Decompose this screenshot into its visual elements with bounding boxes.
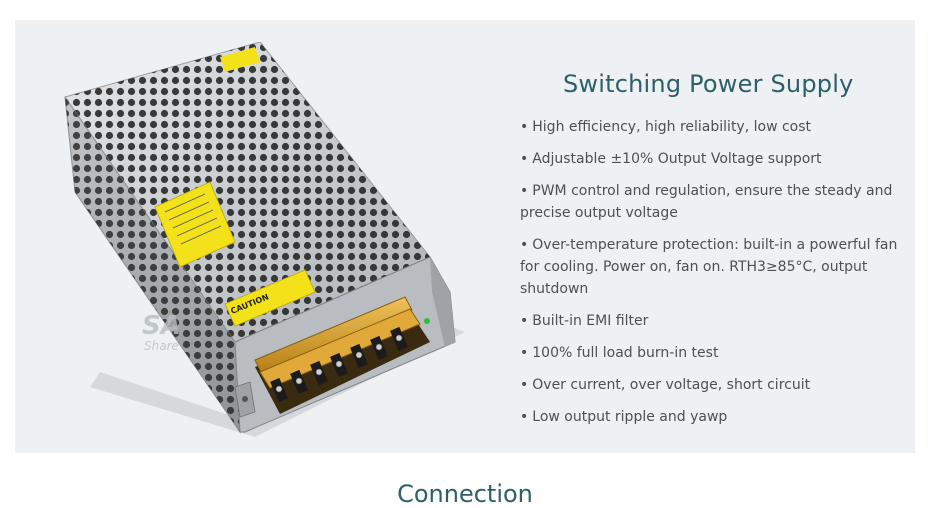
feature-text: Over current, over voltage, short circui…	[532, 377, 811, 393]
feature-text: Built-in EMI filter	[532, 313, 649, 329]
feature-item: •Low output ripple and yawp	[520, 406, 905, 428]
feature-item: •PWM control and regulation, ensure the …	[520, 180, 905, 224]
connection-heading: Connection	[397, 480, 533, 508]
feature-item: •Over current, over voltage, short circu…	[520, 374, 905, 396]
section-title: Switching Power Supply	[563, 70, 854, 98]
feature-text: 100% full load burn-in test	[532, 345, 719, 361]
feature-item: •Adjustable ±10% Output Voltage support	[520, 148, 905, 170]
feature-item: •Over-temperature protection: built-in a…	[520, 234, 905, 300]
product-panel: CAUTION SA Share Switching Power Supply …	[15, 20, 915, 453]
bullet-icon: •	[520, 151, 529, 167]
bullet-icon: •	[520, 345, 529, 361]
power-supply-image: CAUTION SA Share	[64, 42, 465, 437]
bullet-icon: •	[520, 183, 529, 199]
feature-item: •100% full load burn-in test	[520, 342, 905, 364]
feature-text: Over-temperature protection: built-in a …	[520, 237, 898, 297]
feature-item: •Built-in EMI filter	[520, 310, 905, 332]
watermark-subtext: Share	[144, 339, 179, 353]
bullet-icon: •	[520, 409, 529, 425]
feature-list: •High efficiency, high reliability, low …	[520, 116, 905, 438]
feature-text: Low output ripple and yawp	[532, 409, 728, 425]
watermark-text: SA	[142, 311, 181, 341]
bullet-icon: •	[520, 237, 529, 253]
bullet-icon: •	[520, 377, 529, 393]
feature-text: High efficiency, high reliability, low c…	[532, 119, 812, 135]
feature-text: PWM control and regulation, ensure the s…	[520, 183, 893, 221]
feature-text: Adjustable ±10% Output Voltage support	[532, 151, 822, 167]
bullet-icon: •	[520, 119, 529, 135]
bullet-icon: •	[520, 313, 529, 329]
feature-item: •High efficiency, high reliability, low …	[520, 116, 905, 138]
